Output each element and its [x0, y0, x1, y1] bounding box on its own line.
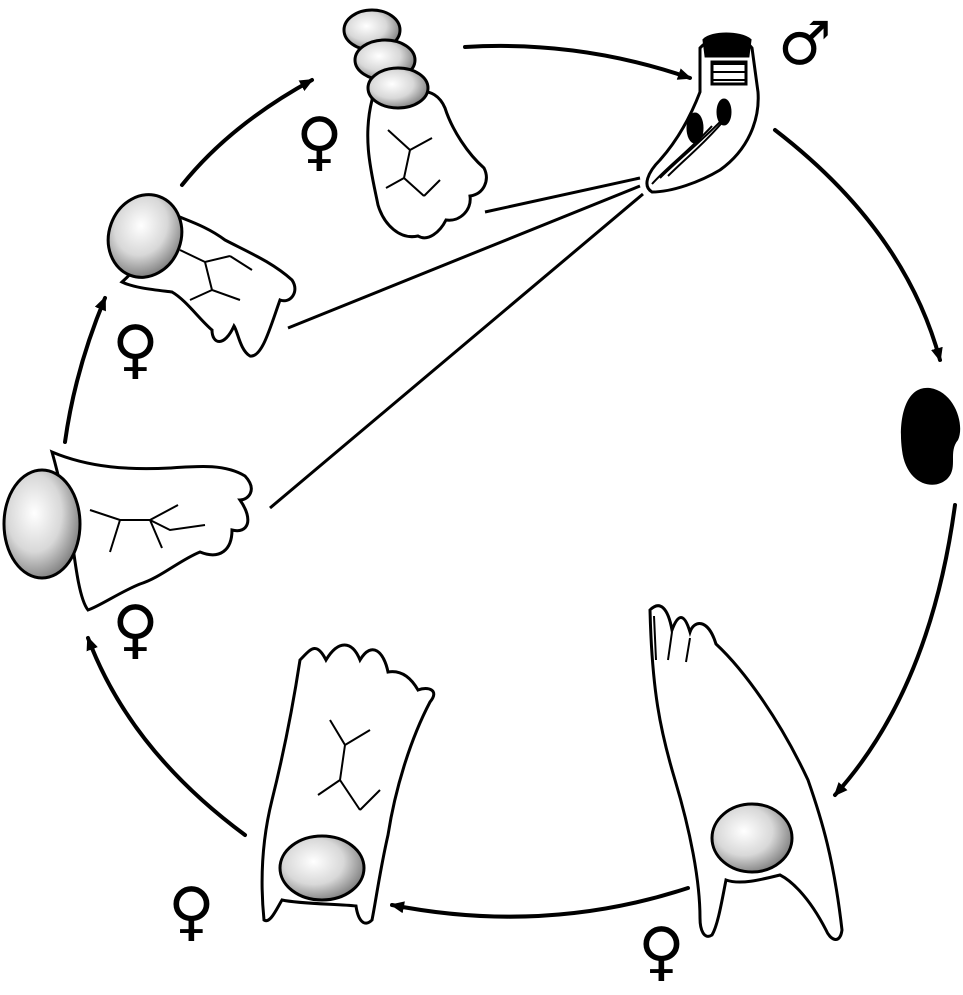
female-symbol-open-disc: ♀: [112, 598, 159, 662]
female-symbol-tube-spawning: ♀: [168, 880, 215, 944]
female-symbol-tube-with-embryo: ♀: [638, 920, 685, 984]
arrow-tube-to-spawning: [392, 888, 688, 917]
arrow-oneegg-to-chain: [182, 80, 312, 185]
arrow-disc-to-oneegg: [65, 298, 105, 442]
tube-spawning: [262, 645, 434, 923]
cup-egg-chain: [344, 10, 486, 238]
arrow-egg-to-tube: [835, 505, 955, 795]
male-symbol: ♂: [778, 14, 832, 74]
male-connection-lines: [270, 178, 643, 508]
male-form: [647, 34, 758, 192]
arrow-male-to-egg: [775, 130, 940, 360]
female-symbol-cup-egg-chain: ♀: [296, 110, 343, 174]
open-disc: [4, 452, 251, 610]
line-male-to-disc: [270, 194, 643, 508]
arrow-chain-to-male: [465, 46, 690, 78]
egg-stage: [901, 388, 960, 485]
female-symbol-cup-one-egg: ♀: [112, 318, 159, 382]
arrow-spawning-to-disc: [88, 638, 245, 835]
